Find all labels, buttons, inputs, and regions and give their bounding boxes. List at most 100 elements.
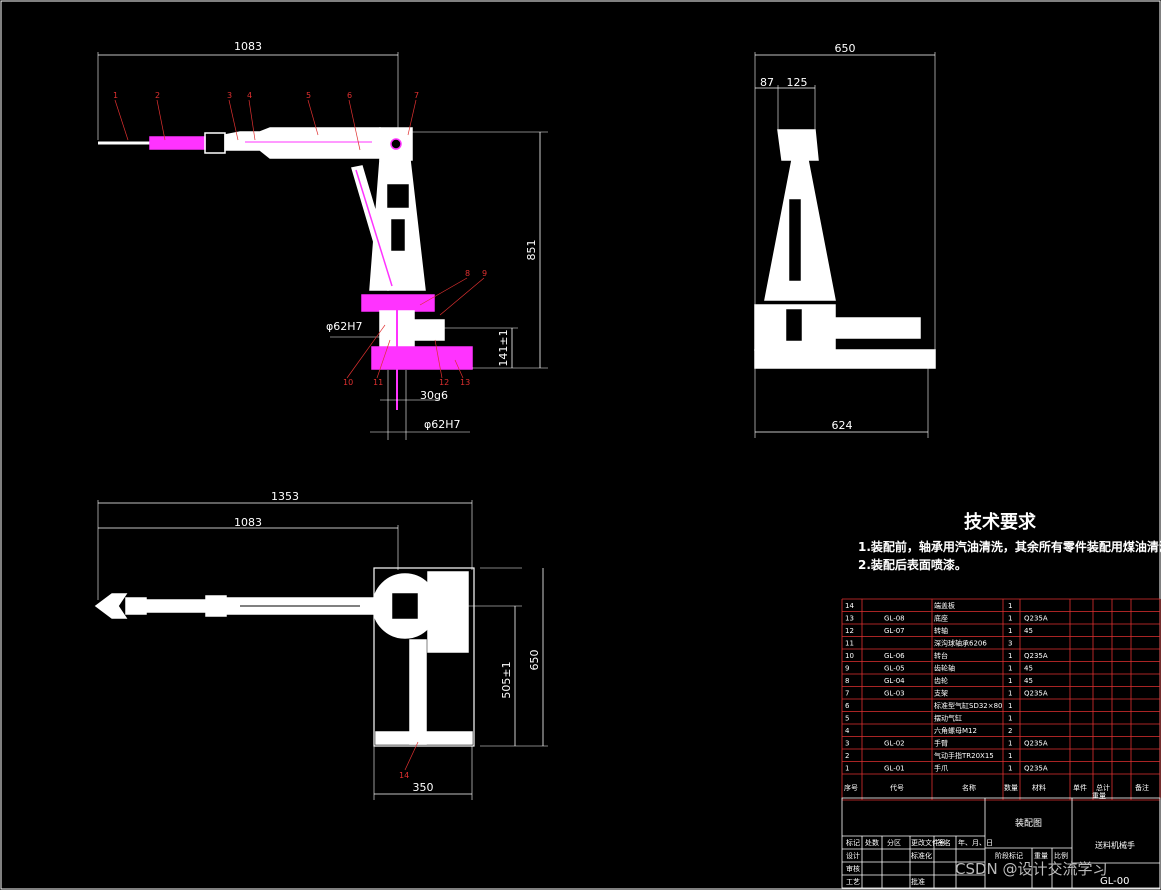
watermark: CSDN @设计交流学习 [955,860,1108,878]
dim-side-offset-a: 87 [760,76,774,89]
leader-4: 4 [247,91,252,100]
dim-front-width: 1083 [234,40,262,53]
bom-cell-material: 45 [1024,677,1033,685]
bom-cell-no: 8 [845,677,849,685]
bom-cell-name: 支架 [934,689,948,698]
bom-header-qty: 数量 [1004,783,1018,792]
bom-cell-qty: 1 [1008,665,1012,673]
dim-front-base-height: 141±1 [497,329,510,366]
tb-process: 工艺 [846,878,860,886]
bom-cell-name: 底座 [934,614,948,623]
bom-cell-qty: 1 [1008,690,1012,698]
bom-cell-name: 齿轮 [934,676,948,685]
bom-cell-material: Q235A [1024,690,1048,698]
tb-mark: 标记 [846,838,860,847]
bom-cell-no: 14 [845,602,854,610]
title-product: 送料机械手 [1095,840,1135,850]
bom-header-name: 名称 [962,783,976,792]
leader-3: 3 [227,91,232,100]
dim-top-depth-b: 650 [528,650,541,671]
leader-10: 10 [343,378,353,387]
title-block-labels: 装配图 送料机械手 GL-00 标记 处数 分区 更改文件号 签名 年、月、日 … [846,817,1135,887]
bom-cell-qty: 1 [1008,615,1012,623]
bom-cell-name: 六角螺母M12 [934,726,977,735]
tb-approve: 批准 [911,877,925,886]
bom-cell-name: 气动手指TR20X15 [934,751,994,760]
bom-cell-qty: 1 [1008,677,1012,685]
bom-header-remark: 备注 [1135,783,1149,792]
bom-cell-qty: 1 [1008,602,1012,610]
bom-cell-no: 2 [845,752,849,760]
bom-cell-code: GL-03 [884,690,905,698]
title-code: GL-00 [1100,876,1129,887]
dim-shaft: 30g6 [420,389,448,402]
bom-cell-material: 45 [1024,665,1033,673]
dim-side-width: 650 [835,42,856,55]
bom-cell-code: GL-01 [884,765,905,773]
leader-11: 11 [373,378,383,387]
leader-8: 8 [465,269,470,278]
leader-5: 5 [306,91,311,100]
bom-cell-name: 摆动气缸 [934,714,962,723]
dim-side-offset-b: 125 [787,76,808,89]
leader-6: 6 [347,91,352,100]
bom-cell-qty: 1 [1008,702,1012,710]
bom-cell-name: 转台 [934,651,948,660]
front-view-leaders [114,99,485,379]
bom-header-total_weight: 总计 [1096,783,1110,792]
bom-cell-material: Q235A [1024,615,1048,623]
front-leader-labels: 1 2 3 4 5 6 7 8 9 10 11 12 13 [113,91,487,387]
bom-cell-material: Q235A [1024,740,1048,748]
leader-7: 7 [414,91,419,100]
tb-design: 设计 [846,851,860,860]
bom-cell-code: GL-08 [884,615,905,623]
leader-1: 1 [113,91,118,100]
bom-cell-code: GL-06 [884,652,905,660]
tech-requirement-1: 1.装配前，轴承用汽油清洗，其余所有零件装配用煤油清洗； [858,539,1161,554]
bom-header-weight: 重量 [1092,792,1106,800]
bom-cell-code: GL-02 [884,740,905,748]
bom-cell-material: Q235A [1024,652,1048,660]
bom-cell-name: 转轴 [934,626,948,635]
bom-cell-no: 13 [845,615,854,623]
dim-front-height: 851 [525,240,538,261]
bom-cell-name: 手爪 [934,764,948,773]
bom-cell-no: 5 [845,715,849,723]
bom-cell-no: 10 [845,652,854,660]
bom-cell-name: 深沟球轴承6206 [934,639,987,648]
leader-12: 12 [439,378,449,387]
bom-cell-qty: 2 [1008,727,1012,735]
dim-top-base: 350 [413,781,434,794]
tb-review: 审核 [846,864,860,873]
bom-cell-no: 7 [845,690,849,698]
bom-cell-no: 6 [845,702,850,710]
dim-bore-left: φ62H7 [326,320,363,333]
bom-cell-code: GL-07 [884,627,905,635]
bom-header-no: 序号 [844,783,858,792]
bom-cell-code: GL-05 [884,665,905,673]
bom-cell-no: 11 [845,640,854,648]
bom-header-material: 材料 [1032,783,1046,792]
front-view [97,52,548,440]
leader-line-14 [404,741,419,771]
bom-cell-qty: 3 [1008,640,1012,648]
bom-cell-no: 1 [845,765,849,773]
title-drawing: 装配图 [1015,817,1042,829]
bom-cell-code: GL-04 [884,677,905,685]
bom-cell-name: 标准型气缸SD32×80 [934,701,1003,710]
bom-cell-qty: 1 [1008,740,1012,748]
bom-cell-name: 齿轮轴 [934,664,955,673]
bom-cell-qty: 1 [1008,715,1012,723]
dim-top-arm: 1083 [234,516,262,529]
title-block [841,797,1161,889]
bom-cell-material: Q235A [1024,765,1048,773]
bom-cell-no: 3 [845,740,849,748]
dim-bore-bottom: φ62H7 [424,418,461,431]
dim-top-depth-a: 505±1 [500,661,513,698]
leader-9: 9 [482,269,487,278]
bom-cell-no: 12 [845,627,854,635]
tb-zone: 分区 [887,838,901,847]
bom-cell-qty: 1 [1008,652,1012,660]
